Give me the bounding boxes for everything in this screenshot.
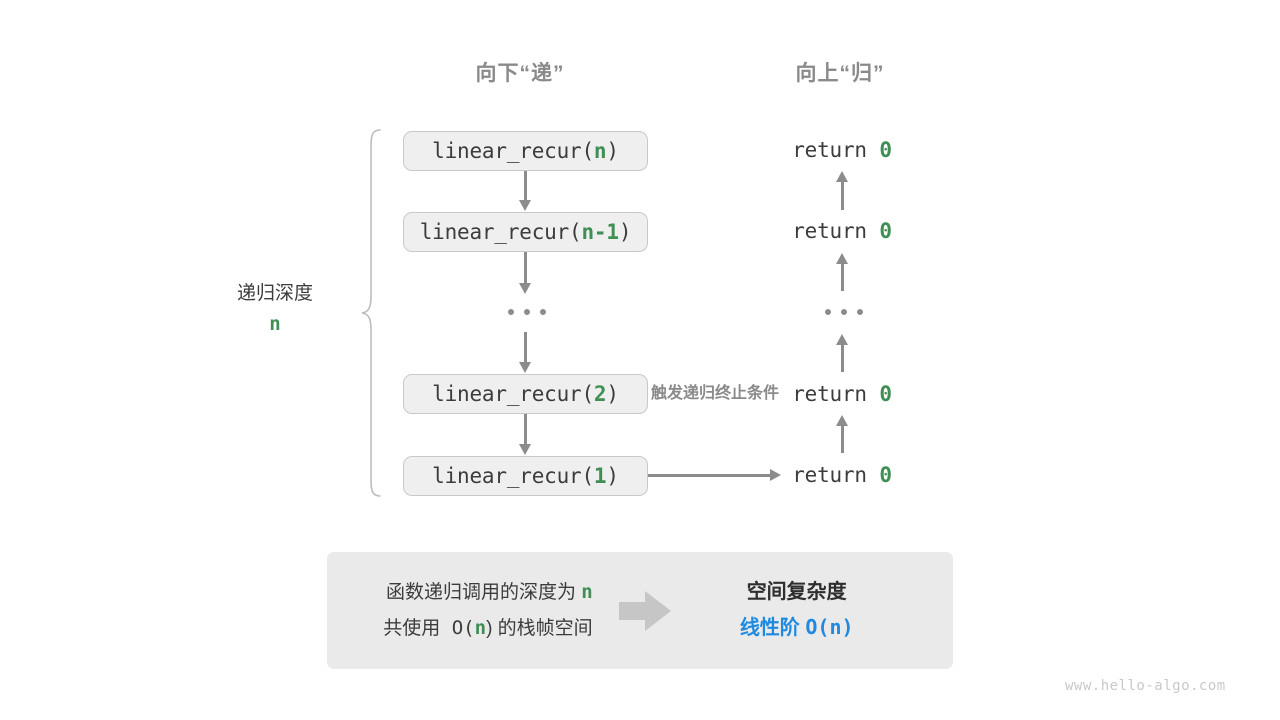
- call-box-2-arg: 2: [593, 382, 607, 406]
- call-box-n[interactable]: linear_recur(n): [403, 131, 648, 171]
- left-ellipsis-icon: [508, 309, 546, 315]
- ellipsis-dot: [825, 309, 831, 315]
- implies-arrow-head: [644, 590, 671, 631]
- call-box-2-close: ): [606, 382, 619, 406]
- up-arrow-head-4: [836, 415, 848, 426]
- down-arrow-shaft-4: [524, 414, 527, 445]
- return-label-4: return 0: [762, 463, 922, 487]
- implies-arrow-icon: [618, 590, 671, 631]
- call-box-n1-close: ): [618, 220, 632, 244]
- summary-left-line-2-post: ) 的栈帧空间: [486, 617, 593, 639]
- summary-left-line-1: 函数递归调用的深度为 n: [383, 575, 593, 610]
- summary-left-text: 函数递归调用的深度为 n 共使用 O(n) 的栈帧空间: [383, 575, 592, 645]
- watermark: www.hello-algo.com: [1065, 678, 1226, 694]
- return-keyword-1: return: [792, 138, 880, 162]
- down-arrow-shaft-3: [524, 332, 527, 363]
- ellipsis-dot: [857, 309, 863, 315]
- return-keyword-3: return: [792, 382, 880, 406]
- complexity-summary-panel: 函数递归调用的深度为 n 共使用 O(n) 的栈帧空间 空间复杂度 线性阶 O(…: [327, 552, 953, 669]
- down-arrow-shaft-2: [524, 252, 527, 284]
- return-value-3: 0: [879, 382, 892, 406]
- right-ellipsis-icon: [825, 309, 863, 315]
- down-arrow-head-3: [519, 362, 531, 373]
- up-arrow-head-1: [836, 171, 848, 182]
- up-arrow-head-2: [836, 253, 848, 264]
- implies-arrow-tail: [618, 601, 647, 620]
- up-arrow-shaft-4: [841, 425, 844, 453]
- summary-left-line-1-var: n: [581, 581, 593, 604]
- call-box-1-close: ): [606, 464, 619, 488]
- space-complexity-var: n: [829, 615, 842, 639]
- return-value-1: 0: [879, 138, 892, 162]
- ellipsis-dot: [524, 309, 530, 315]
- ellipsis-dot: [540, 309, 546, 315]
- call-box-n-close: ): [606, 139, 619, 163]
- call-box-2[interactable]: linear_recur(2): [403, 374, 648, 414]
- space-complexity-value-prefix: 线性阶: [739, 617, 806, 639]
- recursion-depth-label: 递归深度 n: [190, 280, 360, 339]
- call-box-n-arg: n: [593, 139, 607, 163]
- ellipsis-dot: [508, 309, 514, 315]
- call-box-n-name: linear_recur(: [432, 139, 594, 163]
- space-complexity-value: 线性阶 O(n): [697, 610, 897, 646]
- call-box-1-arg: 1: [593, 464, 607, 488]
- call-box-n1-arg: n-1: [581, 220, 619, 244]
- down-arrow-head-2: [519, 283, 531, 294]
- call-box-2-name: linear_recur(: [432, 382, 594, 406]
- termination-annotation: 触发递归终止条件: [651, 383, 779, 405]
- space-complexity-close: ): [841, 615, 854, 639]
- summary-left-line-2-pre: 共使用 O(: [383, 616, 475, 639]
- header-ascend: 向上“归”: [795, 62, 885, 85]
- down-arrow-head-1: [519, 200, 531, 211]
- up-arrow-shaft-3: [841, 344, 844, 372]
- depth-brace: [358, 128, 384, 498]
- down-arrow-shaft-1: [524, 171, 527, 201]
- up-arrow-shaft-2: [841, 263, 844, 291]
- call-box-n-minus-1[interactable]: linear_recur(n-1): [403, 212, 648, 252]
- return-label-3: return 0: [762, 382, 922, 406]
- call-box-n1-name: linear_recur(: [419, 220, 582, 244]
- summary-left-line-2: 共使用 O(n) 的栈帧空间: [383, 611, 592, 646]
- return-value-2: 0: [879, 219, 892, 243]
- return-keyword-2: return: [792, 219, 880, 243]
- return-label-2: return 0: [762, 219, 922, 243]
- return-keyword-4: return: [792, 463, 880, 487]
- ellipsis-dot: [841, 309, 847, 315]
- summary-left-line-2-var: n: [474, 616, 487, 639]
- down-arrow-head-4: [519, 444, 531, 455]
- return-value-4: 0: [879, 463, 892, 487]
- base-case-arrow-head: [770, 469, 781, 481]
- call-box-1[interactable]: linear_recur(1): [403, 456, 648, 496]
- base-case-arrow-shaft: [648, 474, 772, 477]
- up-arrow-shaft-1: [841, 181, 844, 210]
- return-label-1: return 0: [762, 138, 922, 162]
- space-complexity-big-o: O(: [805, 615, 830, 639]
- call-box-1-name: linear_recur(: [432, 464, 594, 488]
- recursion-depth-value: n: [269, 312, 281, 335]
- header-descend: 向下“递”: [475, 62, 565, 85]
- termination-annotation-text: 触发递归终止条件: [651, 385, 780, 402]
- summary-right-text: 空间复杂度 线性阶 O(n): [697, 575, 897, 646]
- summary-left-line-1-pre: 函数递归调用的深度为: [385, 582, 582, 604]
- recursion-depth-text: 递归深度: [236, 283, 313, 304]
- up-arrow-head-3: [836, 334, 848, 345]
- space-complexity-title: 空间复杂度: [746, 581, 847, 603]
